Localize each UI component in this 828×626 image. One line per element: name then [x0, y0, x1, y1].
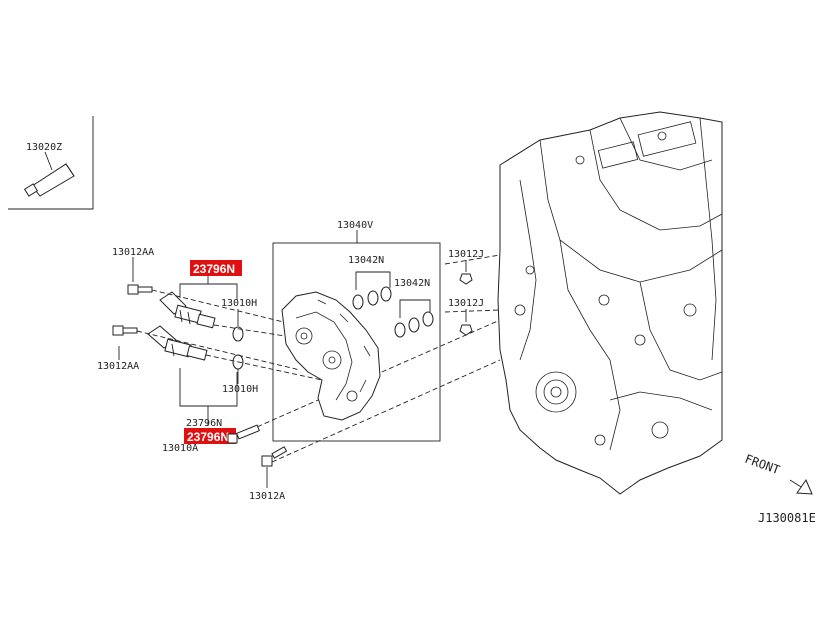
- svg-text:23796N: 23796N: [187, 430, 229, 444]
- callout-13012AA-lower: 13012AA: [97, 361, 139, 372]
- bolt-13012AA-lower[interactable]: [112, 325, 138, 336]
- callout-13040V: 13040V: [337, 220, 373, 231]
- callout-13042N-b: 13042N: [394, 278, 430, 289]
- callout-13012AA-upper: 13012AA: [112, 247, 154, 258]
- solenoid-valve-lower[interactable]: [147, 325, 208, 361]
- callout-13020Z: 13020Z: [26, 142, 62, 153]
- engine-block: [497, 111, 723, 495]
- callout-13012J-upper: 13012J: [448, 249, 484, 260]
- callout-13012A: 13012A: [249, 491, 285, 502]
- svg-text:23796N: 23796N: [193, 262, 235, 276]
- oring-upper[interactable]: [232, 326, 244, 342]
- seal-rings-b[interactable]: [394, 311, 434, 338]
- sealant-tube-icon[interactable]: [23, 163, 75, 197]
- bolt-13012AA-upper[interactable]: [127, 284, 153, 295]
- diagram-id: J130081E: [758, 511, 816, 525]
- callout-13010H-lower: 13010H: [222, 384, 258, 395]
- callout-13042N-a: 13042N: [348, 255, 384, 266]
- front-label: FRONT: [743, 452, 782, 478]
- callout-23796N-lower[interactable]: 23796N: [184, 428, 236, 444]
- arrow-down-right-icon: [789, 478, 813, 495]
- front-direction-indicator: FRONT: [743, 452, 813, 495]
- bolt-13010A[interactable]: [227, 424, 260, 444]
- callout-23796N-upper[interactable]: 23796N: [190, 260, 242, 276]
- cover-assembly-frame: [272, 242, 441, 442]
- bolt-13012A[interactable]: [261, 446, 288, 467]
- valve-timing-cover[interactable]: [281, 291, 381, 421]
- plug-13012J-upper[interactable]: [459, 273, 473, 285]
- callout-23796N-lower-ghost: 23796N: [186, 418, 222, 429]
- callout-13012J-lower: 13012J: [448, 298, 484, 309]
- plug-13012J-lower[interactable]: [459, 324, 473, 336]
- callout-13010A-partial: 13010A: [162, 443, 198, 454]
- sealant-inset: 13020Z: [8, 116, 94, 210]
- solenoid-valve-upper[interactable]: [159, 291, 216, 329]
- callout-13010H-upper: 13010H: [221, 298, 257, 309]
- seal-rings-a[interactable]: [352, 286, 392, 310]
